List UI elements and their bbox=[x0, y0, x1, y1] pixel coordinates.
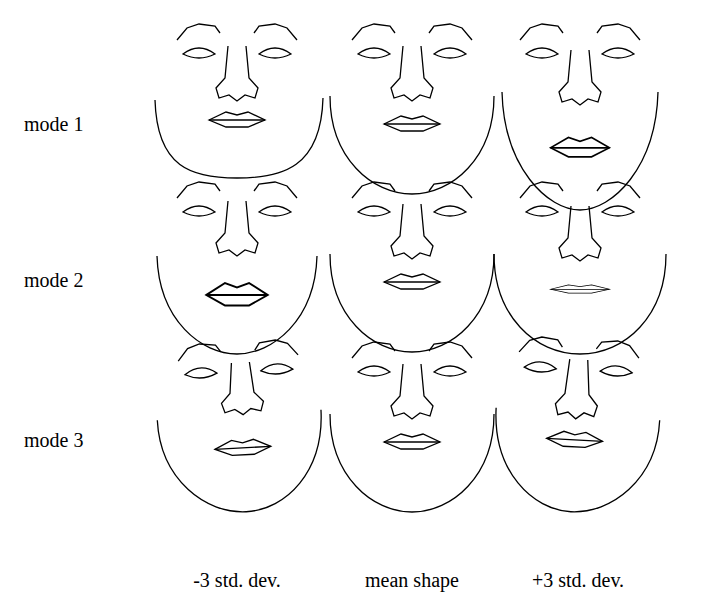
face-shape bbox=[494, 182, 666, 354]
row-label: mode 1 bbox=[24, 112, 83, 136]
face-shape bbox=[330, 182, 494, 352]
face-shape bbox=[491, 335, 664, 516]
column-label: mean shape bbox=[365, 568, 459, 592]
face-shape bbox=[157, 182, 317, 354]
column-label: -3 std. dev. bbox=[193, 568, 281, 592]
face-shape bbox=[155, 24, 323, 178]
face-shape bbox=[153, 338, 326, 516]
column-label: +3 std. dev. bbox=[532, 568, 624, 592]
row-label: mode 3 bbox=[24, 428, 83, 452]
face-shape bbox=[330, 342, 494, 512]
face-shape bbox=[502, 24, 658, 210]
face-shape bbox=[330, 24, 494, 194]
row-label: mode 2 bbox=[24, 268, 83, 292]
